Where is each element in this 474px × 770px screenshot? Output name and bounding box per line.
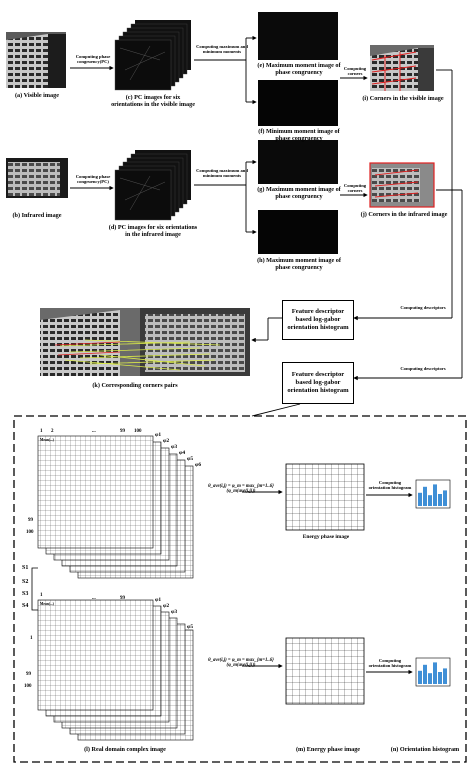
label-computing-pc-1: Computing phase congruency(PC) [75, 54, 111, 65]
row-label-100: 100 [26, 530, 34, 535]
feature-descriptor-box-1: Feature descriptor based log-gabor orien… [282, 300, 354, 340]
histogram-bar [418, 670, 422, 684]
s1-label: S1 [22, 565, 29, 571]
histogram-bar [438, 494, 442, 506]
s4-label: S4 [22, 603, 29, 609]
caption-corner-pairs: (k) Corresponding corners pairs [92, 382, 178, 389]
col-label-99-lower: 99 [120, 596, 125, 601]
scale-bracket [31, 567, 38, 611]
phi5-label-lower: φ5 [187, 624, 194, 630]
phi3-label: φ3 [171, 444, 178, 450]
histogram-bar [423, 664, 427, 684]
phi3-label-lower: φ3 [171, 609, 178, 615]
col-label-1: 1 [40, 429, 43, 434]
caption-corners-infrared: (j) Corners in the infrared image [360, 211, 448, 218]
caption-min-infrared: (h) Maximum moment image of phase congru… [257, 257, 341, 271]
caption-orientation-histogram: (n) Orientation histogram [390, 746, 460, 753]
col-label-dots: ... [92, 429, 96, 434]
phi6-label: φ6 [195, 462, 202, 468]
orientation-histogram-upper [415, 479, 451, 509]
formula-upper: θ_ave(i,j) = φ_m = max_{m=1..6}(φ_m(ave(… [208, 484, 274, 495]
phi1-label-lower: φ1 [155, 597, 162, 603]
cell-sample-1: Mean(...) [40, 438, 54, 442]
flow-arrows [70, 35, 463, 417]
s2-label: S2 [22, 579, 29, 585]
detail-arrows [242, 489, 413, 675]
histogram-bar [418, 492, 422, 506]
complex-matrix-stack-lower [37, 599, 194, 741]
row-label-99: 99 [28, 518, 33, 523]
histogram-bar [428, 673, 432, 684]
caption-max-infrared: (g) Maximum moment image of phase congru… [257, 186, 341, 200]
histogram-bar [423, 486, 427, 506]
histogram-bar [443, 490, 447, 506]
formula-lower: θ_ave(i,j) = φ_m = max_{m=1..6}(φ_m(ave(… [208, 658, 274, 669]
caption-pc-visible: (c) PC images for six orientations in th… [111, 94, 195, 108]
label-corners-2: Computing corners [343, 183, 367, 194]
corner-pairs-image [40, 308, 250, 376]
min-moment-visible [258, 80, 338, 126]
caption-real-domain: (l) Real domain complex image [84, 746, 166, 753]
min-moment-infrared [258, 210, 338, 254]
histogram-bar [428, 495, 432, 506]
phi2-label: φ2 [163, 438, 170, 444]
row-label-99-lower: 99 [26, 672, 31, 677]
phi5-label: φ5 [187, 456, 194, 462]
caption-energy-phase: (m) Energy phase image [295, 746, 361, 753]
caption-pc-infrared: (d) PC images for six orientations in th… [108, 224, 198, 238]
col-label-99: 99 [120, 429, 125, 434]
corners-infrared-image [369, 162, 435, 208]
phi1-label: φ1 [155, 432, 162, 438]
cell-sample-2: Mean(...) [40, 602, 54, 606]
max-moment-infrared [258, 140, 338, 184]
caption-visible: (a) Visible image [15, 92, 59, 99]
caption-max-visible: (e) Maximum moment image of phase congru… [257, 62, 341, 76]
col-label-2: 2 [51, 429, 54, 434]
complex-matrix-stack-upper [37, 435, 194, 579]
label-descriptors-1: Computing descriptors [400, 305, 446, 310]
caption-energy-phase-upper: Energy phase image [302, 534, 350, 540]
pc-stack-infrared [114, 150, 191, 221]
histogram-bar [433, 662, 437, 684]
caption-corners-visible: (i) Corners in the visible image [362, 95, 444, 102]
max-moment-visible [258, 12, 338, 60]
corners-visible-image [370, 45, 434, 91]
histogram-bar [443, 668, 447, 684]
col-label-100: 100 [134, 429, 142, 434]
label-moments-1: Computing maximum and minimum moments [196, 44, 248, 55]
label-descriptors-2: Computing descriptors [400, 366, 446, 371]
energy-phase-grid-lower [285, 637, 365, 705]
visible-image [6, 32, 66, 88]
pc-stack-visible [114, 20, 191, 91]
detail-frame [13, 415, 467, 763]
row-label-100-lower: 100 [24, 684, 32, 689]
label-computing-pc-2: Computing phase congruency(PC) [75, 174, 111, 185]
caption-infrared: (b) Infrared image [12, 212, 62, 219]
row-label-1: 1 [30, 636, 33, 641]
col-label-1-lower: 1 [40, 593, 43, 598]
s3-label: S3 [22, 591, 29, 597]
orientation-histogram-lower [415, 657, 451, 687]
label-hist-2: Computing orientation histogram [368, 658, 412, 669]
energy-phase-grid-upper [285, 463, 365, 531]
caption-min-visible: (f) Minimum moment image of phase congru… [258, 128, 340, 142]
histogram-bar [433, 484, 437, 506]
col-label-dots-lower: ... [92, 596, 96, 601]
label-hist-1: Computing orientation histogram [368, 480, 412, 491]
feature-descriptor-box-2: Feature descriptor based log-gabor orien… [282, 362, 354, 404]
label-corners-1: Computing corners [343, 66, 367, 77]
infrared-image [6, 158, 68, 198]
phi4-label: φ4 [179, 450, 186, 456]
label-moments-2: Computing maximum and minimum moments [196, 168, 248, 179]
histogram-bar [438, 672, 442, 684]
phi2-label-lower: φ2 [163, 603, 170, 609]
